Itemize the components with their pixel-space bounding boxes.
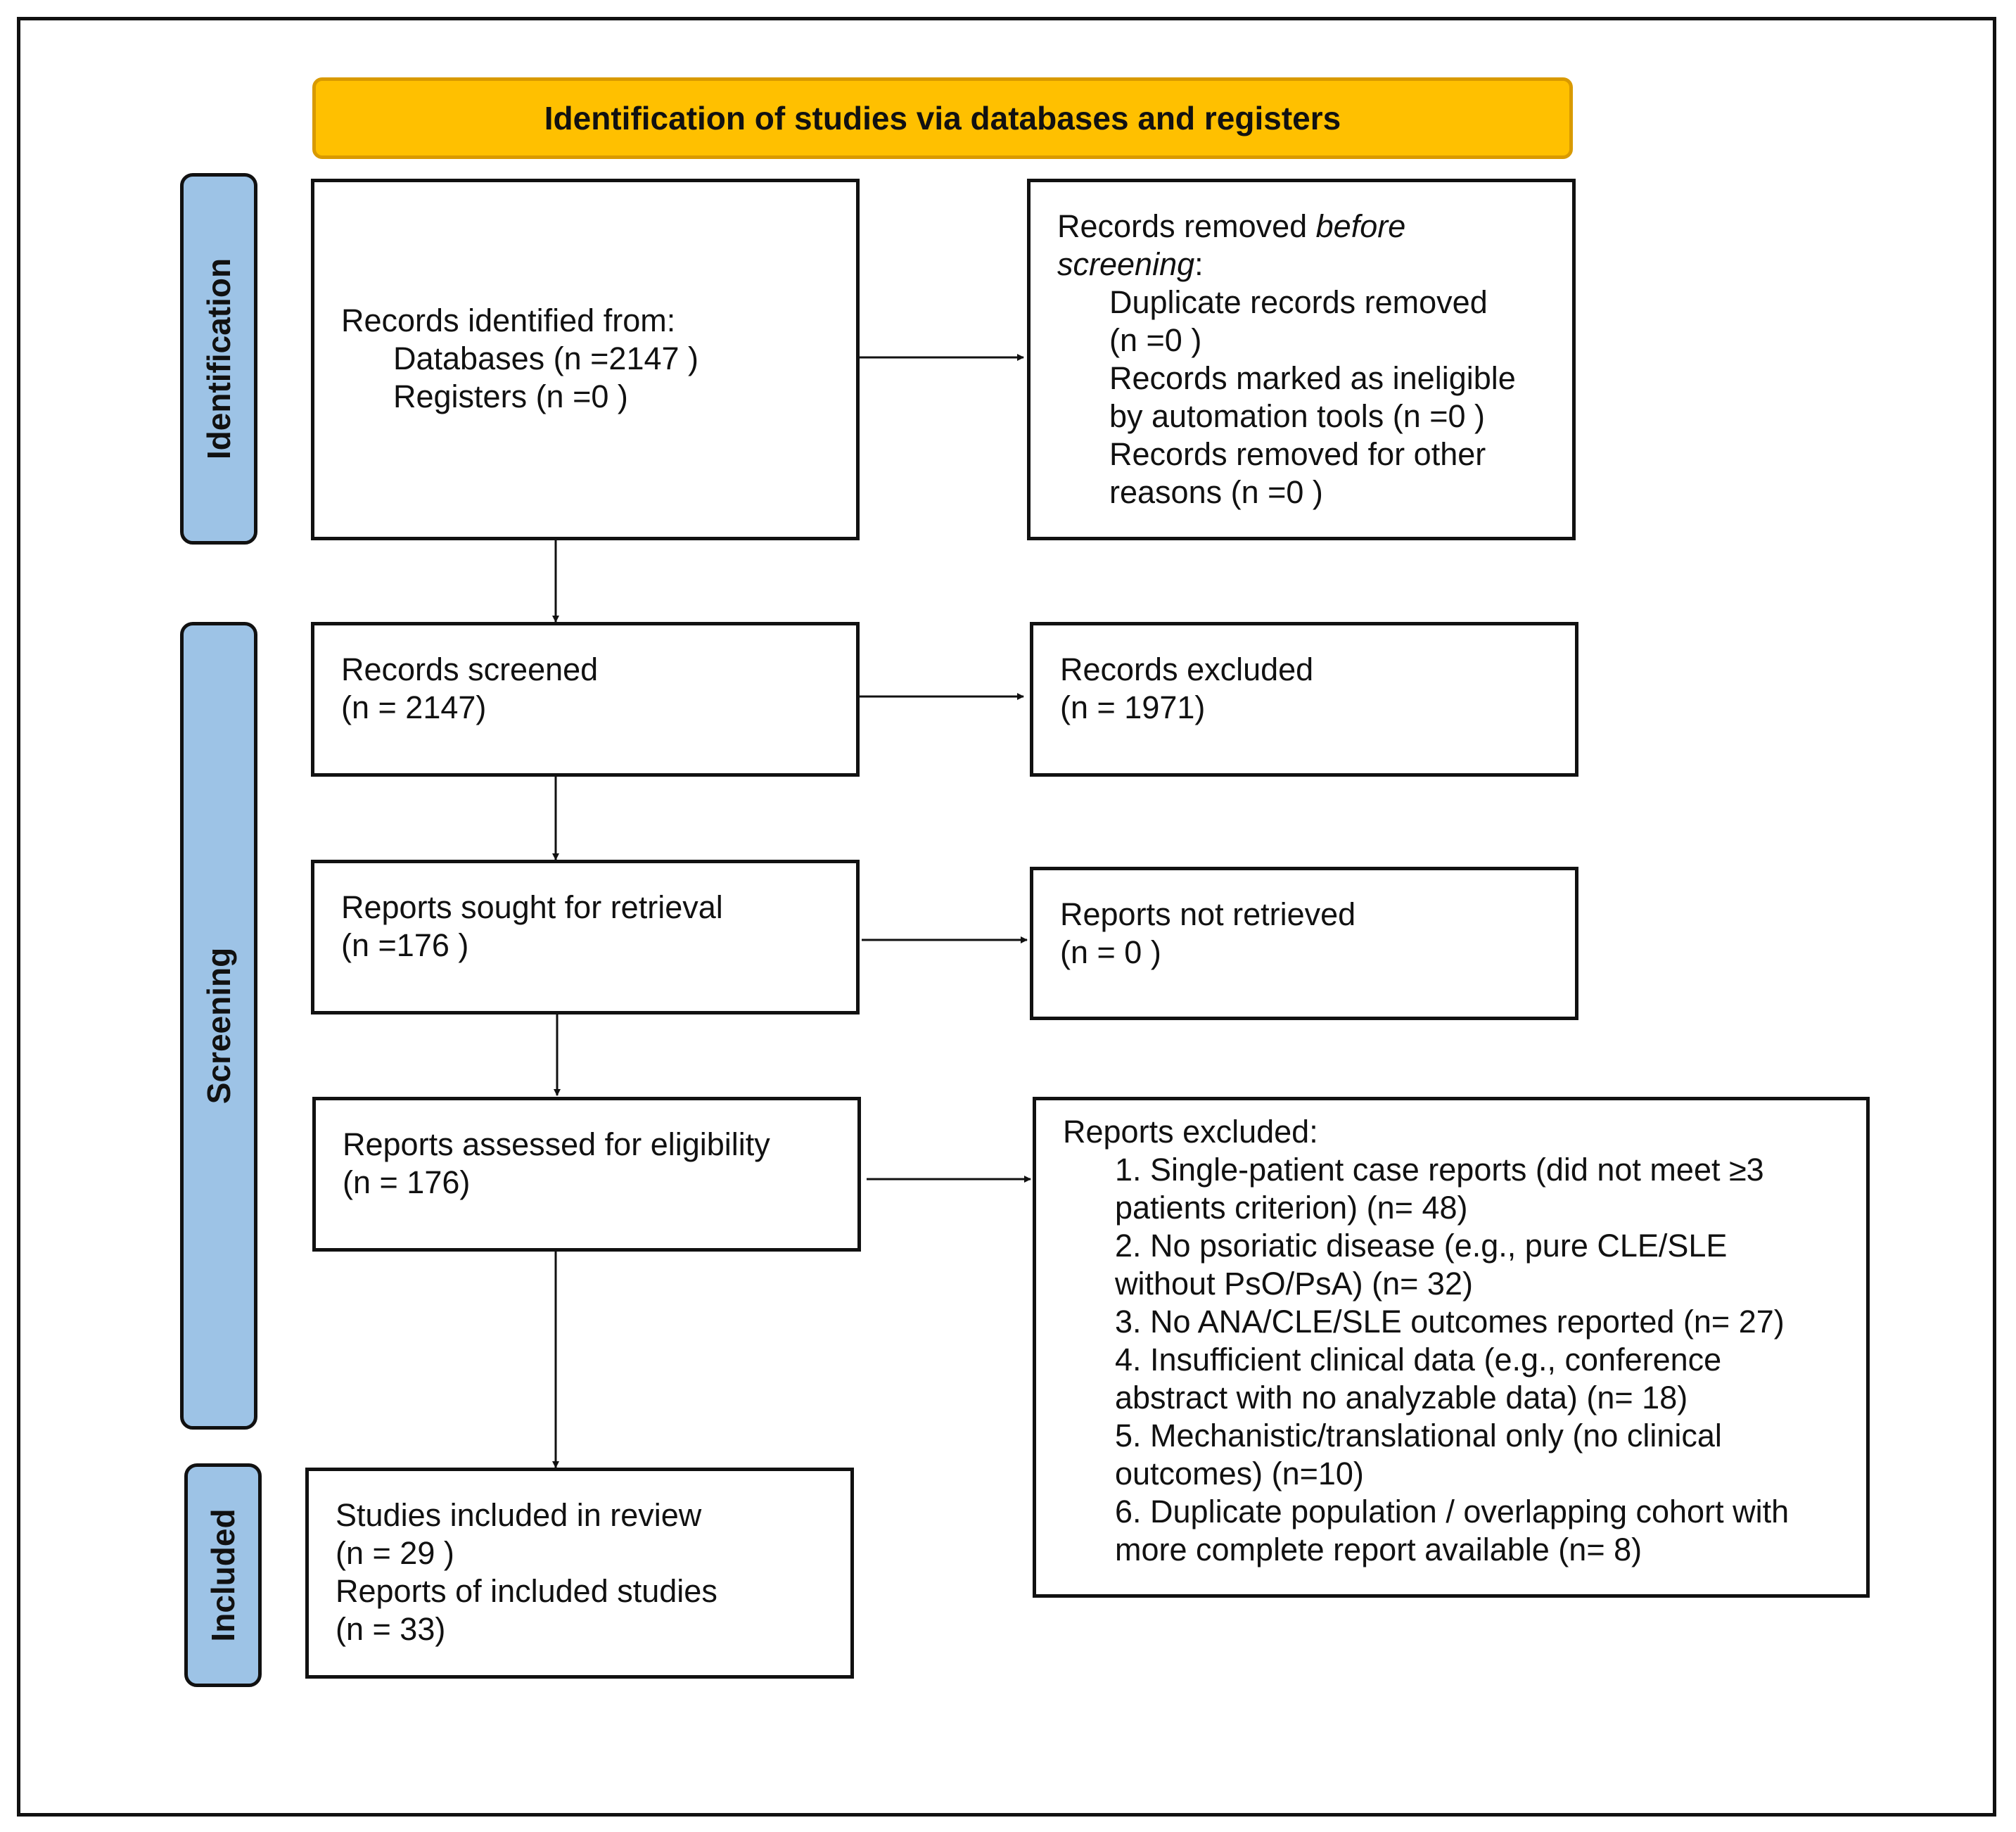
removed-title-line1: Records removed before xyxy=(1057,208,1545,246)
exclusion-reason-1-cont: patients criterion) (n= 48) xyxy=(1115,1190,1468,1226)
removed-automation-label: Records marked as ineligible xyxy=(1109,360,1516,396)
box-records-identified: Records identified from: Databases (n =2… xyxy=(311,179,860,540)
phase-screening-label: Screening xyxy=(200,947,237,1105)
removed-title-line2: screening: xyxy=(1057,246,1545,284)
screened-count: (n = 2147) xyxy=(341,689,487,725)
sought-title: Reports sought for retrieval xyxy=(341,889,723,925)
box-records-removed: Records removed before screening: Duplic… xyxy=(1027,179,1576,540)
removed-other-label: Records removed for other xyxy=(1109,436,1486,472)
figure-frame xyxy=(17,17,1996,1817)
identified-title: Records identified from: xyxy=(341,303,676,338)
included-reports-label: Reports of included studies xyxy=(336,1573,717,1609)
not-retrieved-count: (n = 0 ) xyxy=(1060,934,1161,970)
removed-title-screening: screening xyxy=(1057,246,1195,282)
removed-other-count: reasons (n =0 ) xyxy=(1109,474,1323,510)
box-records-screened: Records screened (n = 2147) xyxy=(311,622,860,777)
box-reports-sought: Reports sought for retrieval (n =176 ) xyxy=(311,860,860,1014)
header-title: Identification of studies via databases … xyxy=(544,100,1341,136)
exclusion-reason-6-cont: more complete report available (n= 8) xyxy=(1115,1532,1642,1567)
exclusion-reason-2: 2. No psoriatic disease (e.g., pure CLE/… xyxy=(1115,1228,1728,1264)
exclusion-reason-1: 1. Single-patient case reports (did not … xyxy=(1115,1152,1764,1188)
box-records-excluded: Records excluded (n = 1971) xyxy=(1030,622,1578,777)
exclusion-reason-5-cont: outcomes) (n=10) xyxy=(1115,1456,1364,1491)
box-reports-not-retrieved: Reports not retrieved (n = 0 ) xyxy=(1030,867,1578,1020)
included-studies-count: (n = 29 ) xyxy=(336,1535,454,1571)
phase-identification-label: Identification xyxy=(200,257,237,460)
exclusion-reason-3: 3. No ANA/CLE/SLE outcomes reported (n= … xyxy=(1115,1304,1785,1340)
removed-duplicates-count: (n =0 ) xyxy=(1109,322,1202,358)
removed-duplicates-label: Duplicate records removed xyxy=(1109,284,1488,320)
removed-title-colon: : xyxy=(1194,246,1204,282)
removed-automation-count: by automation tools (n =0 ) xyxy=(1109,398,1486,434)
phase-screening: Screening xyxy=(180,622,257,1430)
exclusion-reason-2-cont: without PsO/PsA) (n= 32) xyxy=(1115,1266,1473,1302)
box-reports-assessed: Reports assessed for eligibility (n = 17… xyxy=(312,1097,861,1252)
included-reports-count: (n = 33) xyxy=(336,1611,446,1647)
assessed-count: (n = 176) xyxy=(343,1164,471,1200)
sought-count: (n =176 ) xyxy=(341,927,469,963)
removed-title-before: before xyxy=(1315,208,1406,244)
phase-included-label: Included xyxy=(205,1508,241,1642)
included-studies-label: Studies included in review xyxy=(336,1497,702,1533)
removed-title-text: Records removed xyxy=(1057,208,1316,244)
excluded-reports-title: Reports excluded: xyxy=(1063,1114,1318,1150)
box-reports-excluded: Reports excluded: 1. Single-patient case… xyxy=(1033,1097,1870,1598)
identified-registers: Registers (n =0 ) xyxy=(393,379,628,414)
box-studies-included: Studies included in review (n = 29 ) Rep… xyxy=(305,1468,854,1679)
assessed-title: Reports assessed for eligibility xyxy=(343,1126,770,1162)
not-retrieved-title: Reports not retrieved xyxy=(1060,896,1356,932)
exclusion-reason-4: 4. Insufficient clinical data (e.g., con… xyxy=(1115,1342,1722,1378)
screened-title: Records screened xyxy=(341,651,599,687)
excluded-records-count: (n = 1971) xyxy=(1060,689,1206,725)
identified-databases: Databases (n =2147 ) xyxy=(393,341,699,376)
exclusion-reason-6: 6. Duplicate population / overlapping co… xyxy=(1115,1494,1789,1529)
identification-header: Identification of studies via databases … xyxy=(312,77,1573,159)
exclusion-reason-5: 5. Mechanistic/translational only (no cl… xyxy=(1115,1418,1722,1453)
phase-included: Included xyxy=(184,1463,262,1687)
phase-identification: Identification xyxy=(180,173,257,545)
excluded-records-title: Records excluded xyxy=(1060,651,1314,687)
exclusion-reason-4-cont: abstract with no analyzable data) (n= 18… xyxy=(1115,1380,1688,1416)
